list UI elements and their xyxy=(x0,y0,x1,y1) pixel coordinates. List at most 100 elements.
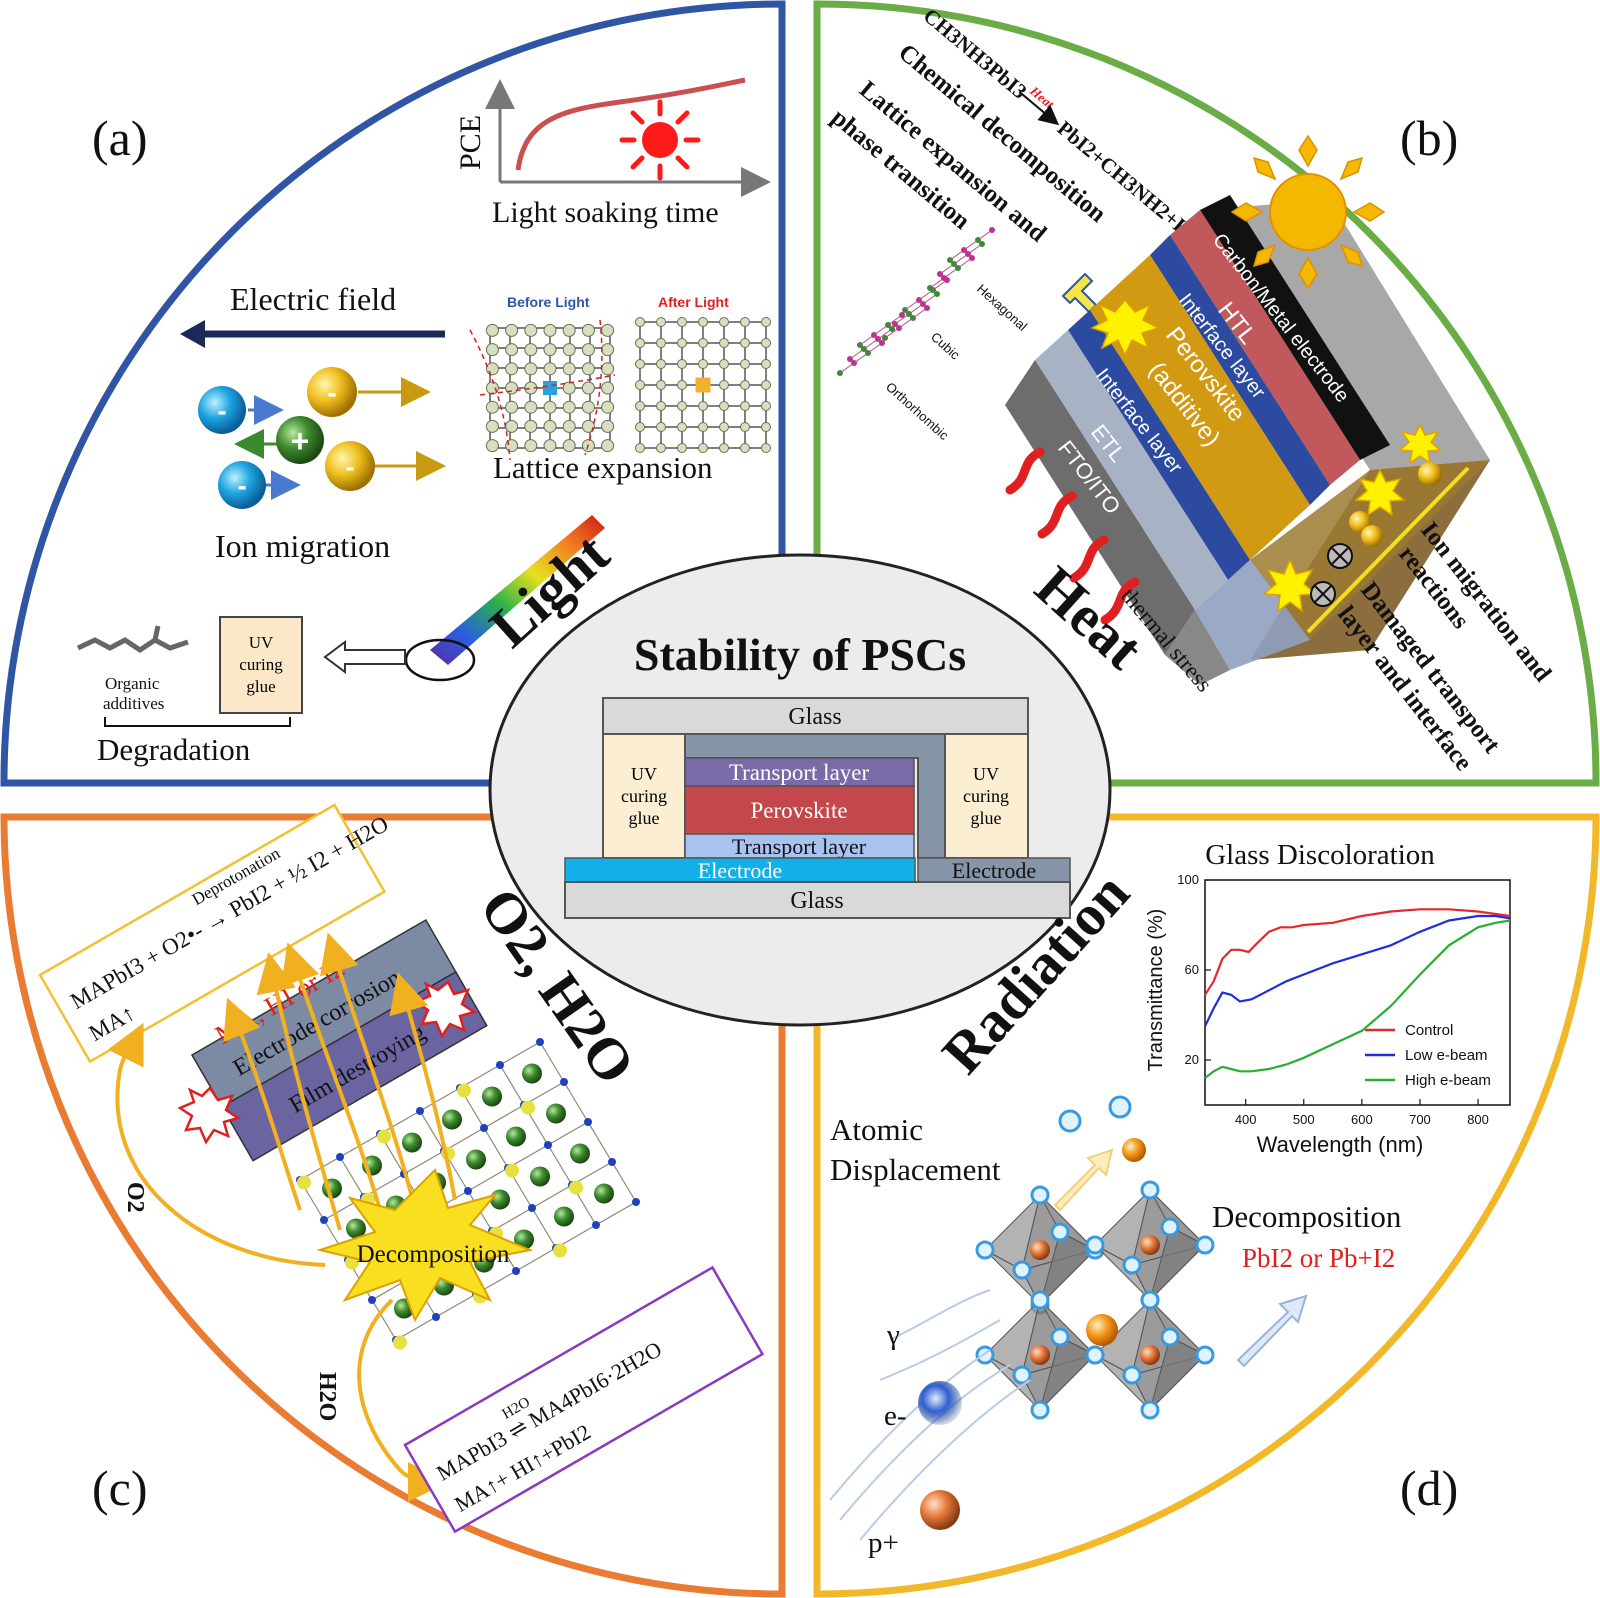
lattice-atom xyxy=(740,401,750,411)
crystal-anion xyxy=(480,1124,488,1132)
degradation-label: Degradation xyxy=(97,732,251,767)
crystal-a-site xyxy=(377,1129,391,1144)
lattice-atom xyxy=(719,422,729,432)
anion-sign: - xyxy=(237,470,246,501)
lattice-atom xyxy=(485,400,499,414)
crystal-cation xyxy=(482,1086,502,1107)
lattice-atom xyxy=(524,419,538,433)
lattice-atom xyxy=(656,401,666,411)
lattice-atom xyxy=(656,443,666,453)
radiation-streak xyxy=(879,1319,1001,1381)
lattice-atom xyxy=(761,338,771,348)
radiation-streaks xyxy=(829,1289,1031,1541)
x-tick-label: 700 xyxy=(1409,1112,1431,1127)
lattice-atom xyxy=(635,317,645,327)
displaced-atom xyxy=(1122,1138,1146,1162)
lattice-expansion-label: Lattice expansion xyxy=(493,450,713,485)
lattice-atom xyxy=(505,362,519,376)
lattice-atom xyxy=(601,419,615,433)
a-site-cation xyxy=(1086,1314,1118,1346)
layer-etl xyxy=(1035,330,1228,610)
crystal-bond xyxy=(587,1121,613,1163)
lattice-atom xyxy=(581,381,595,395)
crystal-anion xyxy=(608,1158,616,1166)
halide-atom xyxy=(1140,1290,1160,1310)
chart-title: Glass Discoloration xyxy=(1205,839,1435,871)
halide-atom xyxy=(1030,1290,1050,1310)
crystal-cation xyxy=(442,1109,462,1130)
halide-atom xyxy=(975,1345,995,1365)
stack-uv-left-2: curing xyxy=(621,786,667,806)
lattice-before xyxy=(469,319,616,461)
panel-d-border xyxy=(813,813,1600,1598)
lattice-atom xyxy=(601,362,615,376)
lattice-atom xyxy=(698,422,708,432)
lattice-atom xyxy=(543,362,557,376)
strain-line xyxy=(584,319,603,456)
defect-burst xyxy=(1354,468,1406,517)
h2o-curve-arrow xyxy=(357,1298,448,1502)
lattice-atom xyxy=(524,323,538,337)
halide-atom xyxy=(1030,1400,1050,1420)
anion-sign: - xyxy=(217,395,226,426)
lattice-atom xyxy=(677,401,687,411)
legend-label: Low e-beam xyxy=(1405,1047,1488,1064)
electron-label: e- xyxy=(884,1400,907,1432)
panel-b-border xyxy=(813,0,1600,787)
lattice-atom xyxy=(601,381,615,395)
halide-atom xyxy=(1085,1345,1105,1365)
degradation-arrow xyxy=(323,640,406,674)
atomic-displacement-line2: Displacement xyxy=(830,1152,1001,1187)
panel-d-label: (d) xyxy=(1400,1460,1458,1516)
lattice-atom xyxy=(719,401,729,411)
ion-migration-illustration: - - + - - xyxy=(198,367,446,509)
octahedron-face xyxy=(1039,1336,1096,1412)
displaced-atom xyxy=(1058,1109,1082,1133)
uv-glue-box xyxy=(219,616,303,714)
octahedron-center-atom xyxy=(1030,1345,1050,1365)
lattice-atom xyxy=(562,362,576,376)
uv-glue-line2: curing xyxy=(239,655,283,674)
anion-sign: - xyxy=(345,451,354,482)
device-right-face-lower xyxy=(1195,560,1310,670)
halide-atom xyxy=(1140,1180,1160,1200)
halide-atom xyxy=(1195,1235,1215,1255)
lattice-atom xyxy=(485,343,499,357)
panel-a-border xyxy=(0,0,786,787)
escape-arrow xyxy=(389,972,457,1201)
decomposition-burst xyxy=(316,1168,534,1323)
sun-icon-gold xyxy=(1230,134,1386,290)
crystal-anion xyxy=(336,1153,344,1161)
halide-atom xyxy=(1050,1327,1070,1347)
lattice-atom xyxy=(543,419,557,433)
lattice-atom xyxy=(524,400,538,414)
lattice-atom xyxy=(635,338,645,348)
y-tick-label: 100 xyxy=(1177,872,1199,887)
crystal-bond xyxy=(435,1293,477,1318)
lattice-atom xyxy=(635,359,645,369)
electric-field-arrowhead xyxy=(180,320,205,348)
lattice-atom xyxy=(719,338,729,348)
proton-label: p+ xyxy=(868,1527,899,1559)
lattice-atom xyxy=(740,359,750,369)
heat-reaction-condition: Heat xyxy=(1027,83,1058,112)
lattice-center-site xyxy=(695,377,711,393)
x-tick-label: 400 xyxy=(1235,1112,1257,1127)
lattice-atom xyxy=(677,317,687,327)
lattice-atom xyxy=(761,422,771,432)
lattice-atom xyxy=(581,343,595,357)
migration-path-line xyxy=(1306,466,1470,634)
light-soaking-time-label: Light soaking time xyxy=(492,196,719,229)
atomic-displacement-line1: Atomic xyxy=(830,1112,923,1147)
before-light-label: Before Light xyxy=(507,294,590,310)
lattice-atom xyxy=(581,400,595,414)
crystal-a-site xyxy=(457,1083,471,1098)
anion-sphere xyxy=(307,367,357,417)
lattice-atom xyxy=(601,439,615,453)
stack-electrode-left xyxy=(564,857,916,883)
phase-atom xyxy=(989,227,995,233)
y-tick-label: 60 xyxy=(1185,962,1199,977)
crystal-cation xyxy=(530,1166,550,1187)
layer-interface-bottom xyxy=(1068,310,1250,580)
heat-wave xyxy=(1005,447,1045,495)
